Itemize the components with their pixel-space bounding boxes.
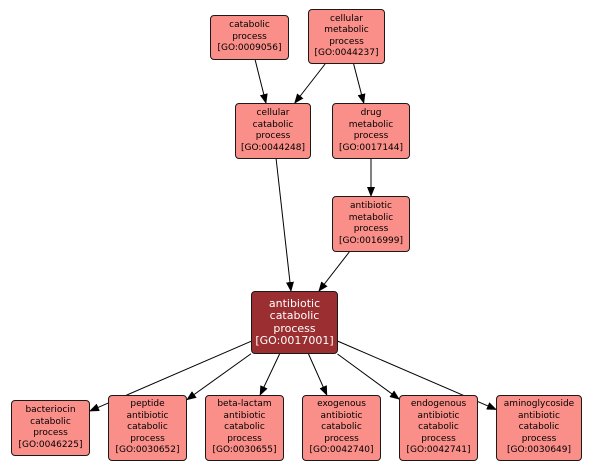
- edge-arrow: [353, 63, 366, 104]
- node-go-id: [GO:0030655]: [212, 445, 277, 456]
- node-go-id: [GO:0044248]: [240, 142, 306, 153]
- node-label-line: catabolic: [321, 422, 362, 433]
- node-label-line: exogenous: [317, 399, 366, 410]
- edge-arrow: [186, 353, 252, 401]
- node-label-line: antibiotic: [126, 410, 169, 421]
- node-beta-lactam-antibiotic-catabolic-process[interactable]: beta-lactam antibiotic catabolic process…: [205, 395, 284, 461]
- node-go-id: [GO:0044237]: [314, 48, 379, 58]
- node-bacteriocin-catabolic-process[interactable]: bacteriocin catabolic process [GO:004622…: [11, 400, 90, 456]
- node-label-line: antibiotic: [350, 201, 392, 211]
- node-label-line: cellular: [256, 108, 290, 118]
- node-label-line: process: [273, 321, 316, 335]
- node-label-line: beta-lactam: [217, 399, 272, 410]
- node-go-id: [GO:0042740]: [309, 445, 374, 456]
- node-antibiotic-catabolic-process[interactable]: antibiotic catabolic process [GO:0017001…: [251, 291, 338, 354]
- node-endogenous-antibiotic-catabolic-process[interactable]: endogenous antibiotic catabolic process …: [399, 395, 478, 461]
- node-label-line: catabolic: [418, 422, 459, 433]
- edge-arrow: [337, 353, 400, 400]
- node-label-line: process: [329, 36, 364, 47]
- node-aminoglycoside-antibiotic-catabolic-process[interactable]: aminoglycoside antibiotic catabolic proc…: [496, 395, 582, 461]
- node-go-id: [GO:0016999]: [338, 235, 404, 246]
- node-label-line: process: [324, 433, 359, 444]
- edge-arrow: [308, 353, 328, 396]
- node-catabolic-process[interactable]: catabolic process [GO:0009056]: [210, 15, 289, 60]
- node-label-line: aminoglycoside: [503, 399, 575, 410]
- node-drug-metabolic-process[interactable]: drug metabolic process [GO:0017144]: [332, 103, 410, 159]
- node-label-line: antibiotic: [518, 410, 560, 421]
- node-go-id: [GO:0030649]: [506, 445, 572, 456]
- node-go-id: [GO:0030652]: [115, 445, 180, 456]
- node-label-line: process: [232, 31, 267, 42]
- node-label-line: bacteriocin: [25, 405, 76, 415]
- node-label-line: catabolic: [127, 422, 168, 433]
- node-label-line: antibiotic: [268, 296, 321, 310]
- edge-arrow: [259, 353, 281, 396]
- node-go-id: [GO:0042741]: [406, 445, 471, 456]
- node-label-line: process: [353, 224, 389, 234]
- node-label-line: metabolic: [348, 212, 394, 223]
- node-label-line: catabolic: [224, 422, 265, 433]
- node-go-id: [GO:0017144]: [338, 142, 404, 153]
- edge-arrow: [318, 251, 350, 292]
- node-label-line: endogenous: [410, 399, 467, 410]
- node-peptide-antibiotic-catabolic-process[interactable]: peptide antibiotic catabolic process [GO…: [108, 395, 187, 461]
- node-label-line: catabolic: [252, 119, 294, 130]
- node-exogenous-antibiotic-catabolic-process[interactable]: exogenous antibiotic catabolic process […: [302, 395, 381, 461]
- node-label-line: drug: [360, 108, 382, 118]
- node-antibiotic-metabolic-process[interactable]: antibiotic metabolic process [GO:0016999…: [332, 196, 410, 252]
- node-label-line: process: [227, 433, 262, 444]
- edge-arrow: [254, 59, 268, 104]
- node-label-line: process: [33, 428, 68, 438]
- node-label-line: process: [255, 131, 291, 141]
- node-go-id: [GO:0009056]: [217, 43, 282, 54]
- node-label-line: metabolic: [324, 25, 369, 35]
- node-label-line: antibiotic: [320, 410, 363, 421]
- node-label-line: cellular: [330, 13, 363, 24]
- node-label-line: antibiotic: [417, 410, 460, 421]
- node-label-line: catabolic: [229, 20, 270, 31]
- node-cellular-catabolic-process[interactable]: cellular catabolic process [GO:0044248]: [235, 103, 311, 159]
- node-go-id: [GO:0046225]: [18, 439, 83, 450]
- node-label-line: catabolic: [518, 422, 560, 433]
- node-label-line: process: [353, 131, 389, 141]
- node-cellular-metabolic-process[interactable]: cellular metabolic process [GO:0044237]: [308, 9, 385, 64]
- edge-arrow: [294, 63, 326, 104]
- node-label-line: metabolic: [348, 119, 394, 130]
- edge-arrow: [275, 158, 294, 292]
- node-label-line: catabolic: [30, 416, 71, 427]
- node-label-line: antibiotic: [223, 410, 266, 421]
- node-label-line: catabolic: [269, 309, 320, 322]
- node-go-id: [GO:0017001]: [255, 334, 334, 347]
- node-label-line: process: [130, 433, 165, 444]
- node-label-line: process: [521, 433, 557, 444]
- node-label-line: process: [421, 433, 456, 444]
- node-label-line: peptide: [130, 399, 165, 410]
